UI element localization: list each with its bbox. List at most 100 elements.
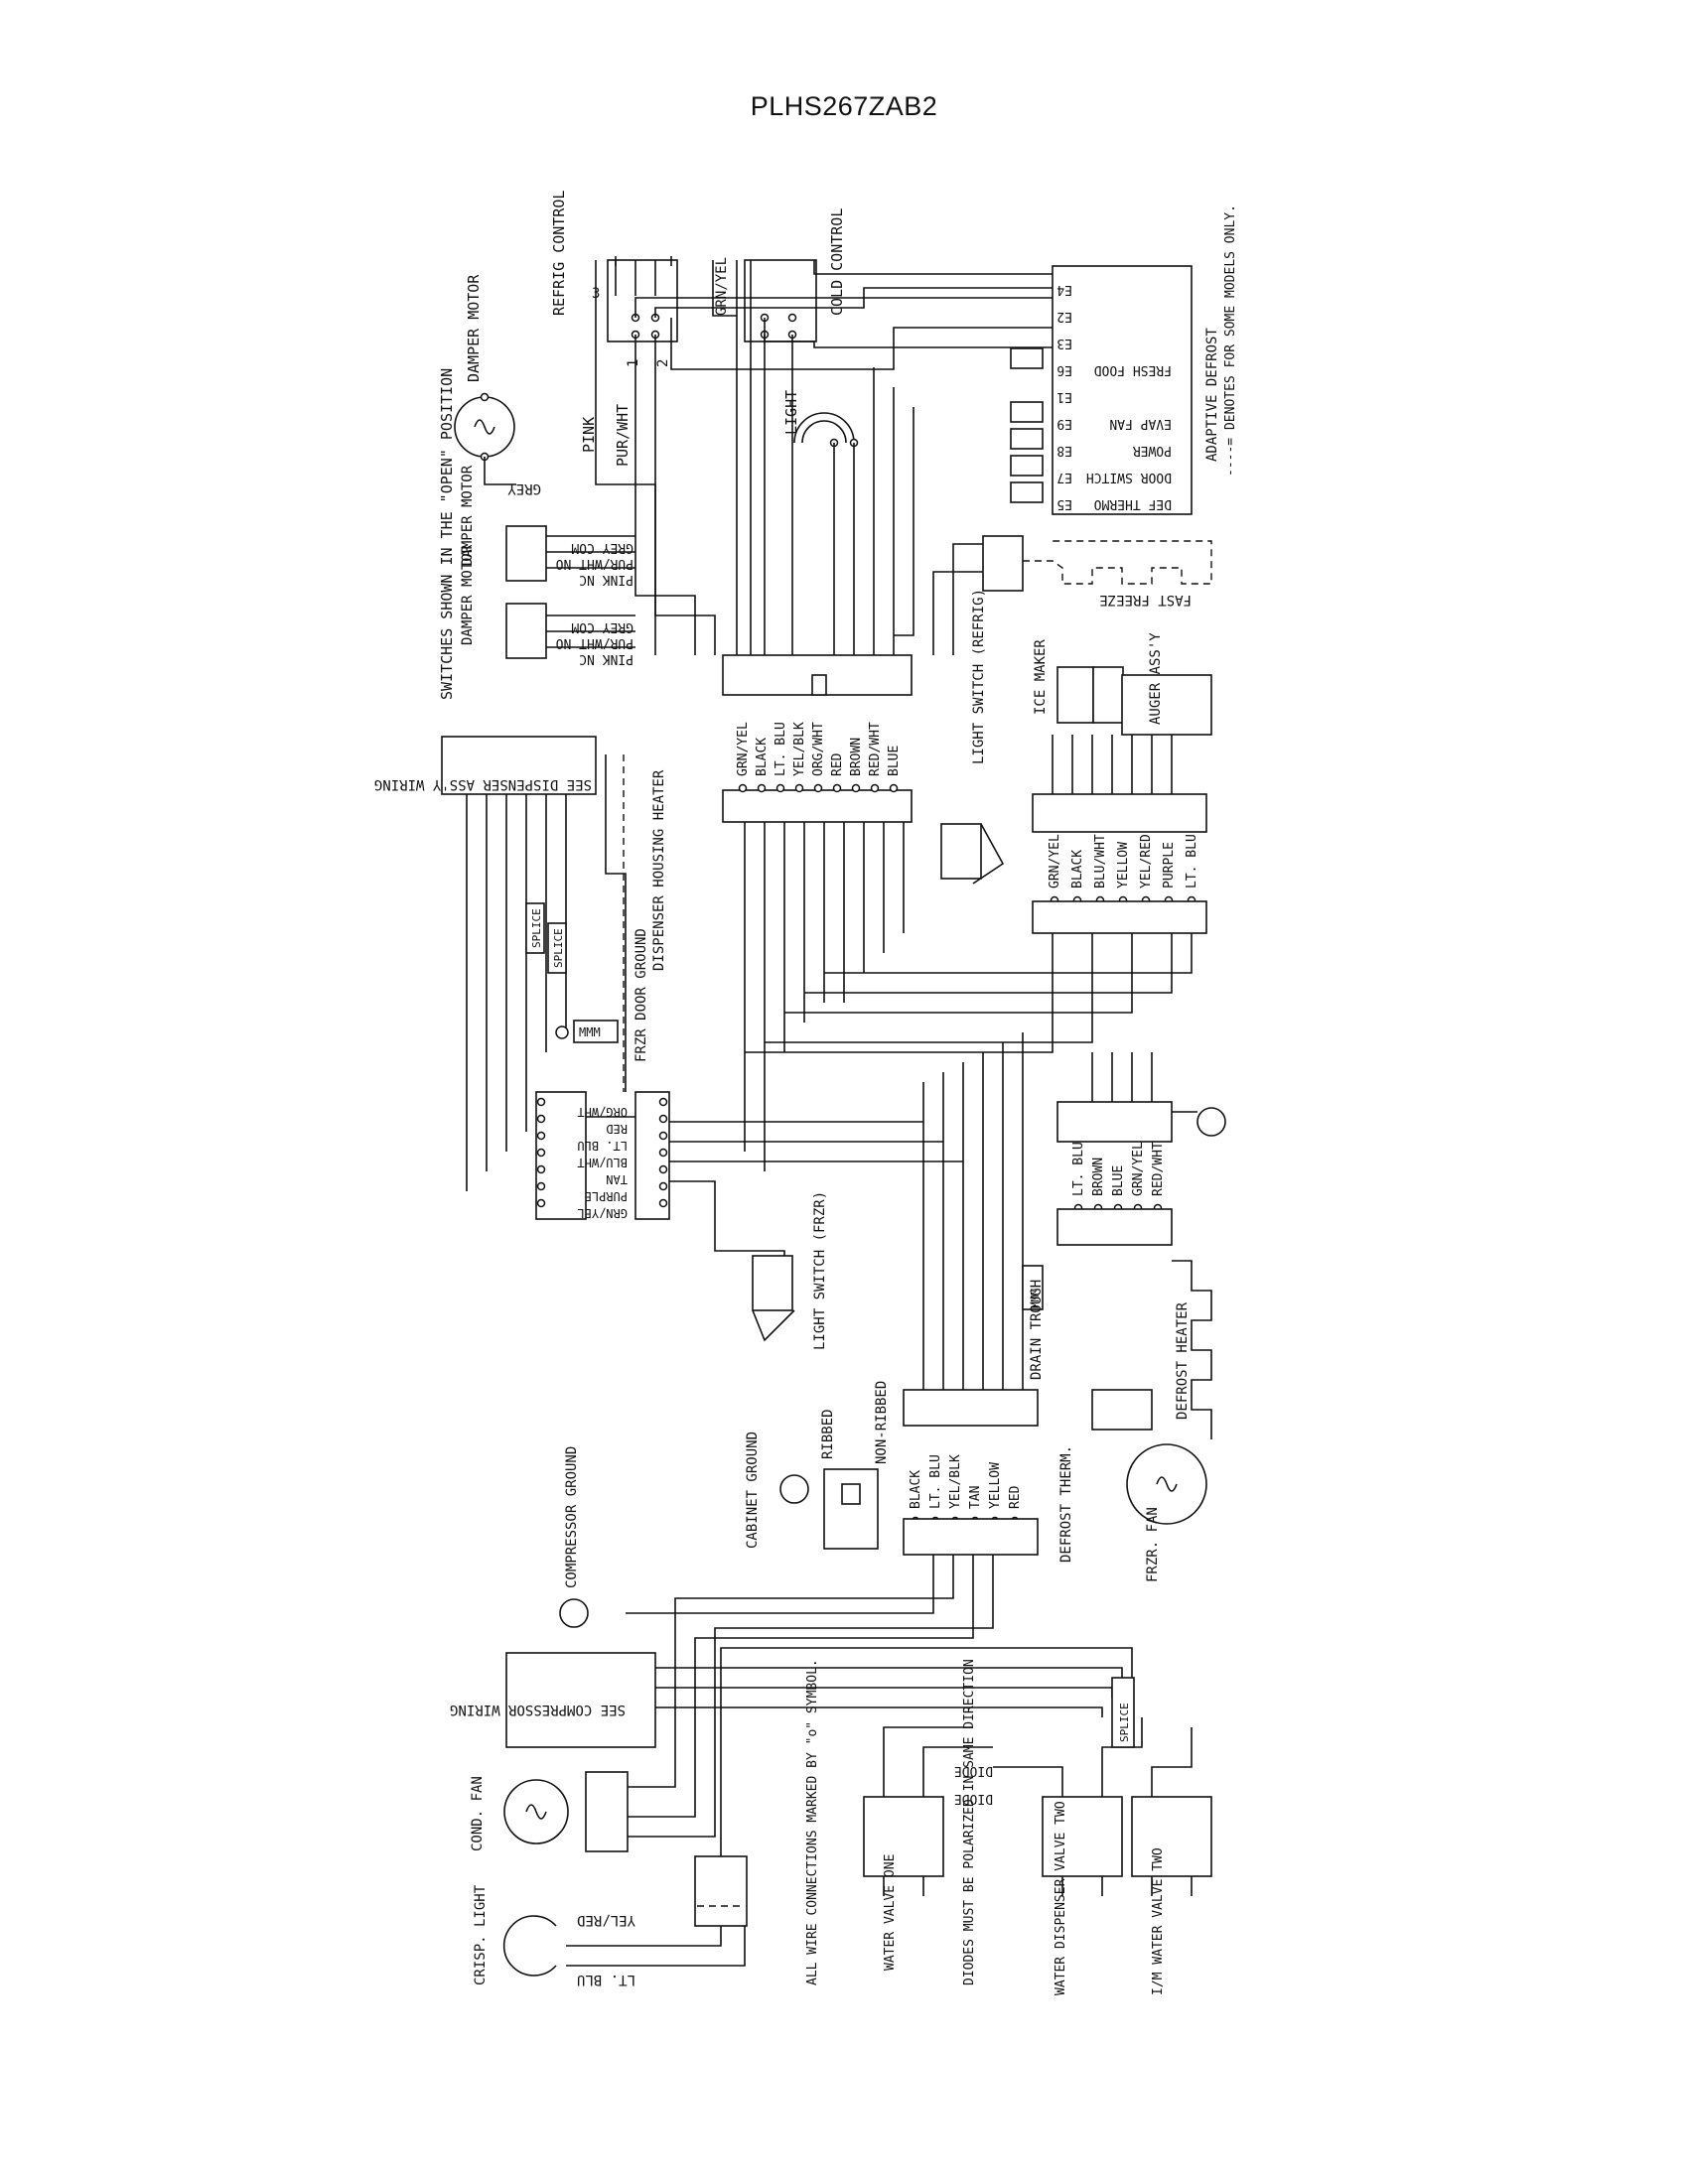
main-upper-pin-8 bbox=[889, 783, 899, 793]
frzr-door-label-4: TAN bbox=[606, 1172, 628, 1186]
lt-blu-label: LT. BLU bbox=[577, 1972, 635, 1987]
frzr-door-pin-left-5 bbox=[536, 1181, 546, 1191]
damper-motor-top: DAMPER MOTOR GREY SWITCHES SHOWN IN THE … bbox=[438, 274, 541, 700]
terminal-name-e6: FRESH FOOD bbox=[1094, 362, 1172, 377]
damper-motor-2-label: DAMPER MOTOR bbox=[460, 544, 476, 645]
right-connector-middle bbox=[1056, 1052, 1226, 1143]
main-upper-pin-2 bbox=[775, 783, 785, 793]
right-connector-upper bbox=[1032, 735, 1207, 833]
frzr-door-pin-5 bbox=[658, 1181, 668, 1191]
water-dispenser-valve-two: WATER DISPENSER VALVE TWO bbox=[1042, 1796, 1123, 1995]
light-label: LIGHT bbox=[782, 390, 800, 435]
main-upper-label-5: RED bbox=[830, 752, 845, 776]
right-middle-label-1: BROWN bbox=[1091, 1158, 1106, 1196]
defrost-thermostat: DEFROST THERM. bbox=[1058, 1389, 1153, 1563]
main-upper-label-0: GRN/YEL bbox=[736, 722, 751, 776]
frzr-door-pin-left-3 bbox=[536, 1148, 546, 1158]
crisp-light: CRISP. LIGHT YEL/RED LT. BLU bbox=[473, 1855, 748, 1987]
ice-maker: ICE MAKER bbox=[1033, 639, 1124, 724]
cabinet-ground-label: CABINET GROUND bbox=[745, 1432, 761, 1549]
splice-2: SPLICE bbox=[552, 928, 565, 968]
frzr-door-pin-left-1 bbox=[536, 1114, 546, 1124]
main-upper-label-7: RED/WHT bbox=[868, 722, 883, 776]
auger-assy: AUGER ASS'Y bbox=[1121, 632, 1212, 736]
purwht-no-2: PUR/WHT NO bbox=[556, 635, 633, 650]
fast-freeze: FAST FREEZE bbox=[932, 535, 1212, 655]
lower-wires: SPLICE bbox=[566, 1555, 1193, 1967]
right-middle-label-0: LT. BLU bbox=[1071, 1142, 1086, 1196]
terminal-box-e5 bbox=[1010, 481, 1044, 503]
mmm-2: MMM bbox=[1029, 1289, 1042, 1308]
defrost-heater-label: DEFROST HEATER bbox=[1175, 1301, 1191, 1420]
splice-1: SPLICE bbox=[530, 908, 543, 948]
non-ribbed-label: NON-RIBBED bbox=[874, 1381, 890, 1464]
terminal-code-e9: E9 bbox=[1056, 416, 1072, 431]
grn-yel-top: GRN/YEL bbox=[712, 257, 737, 317]
diode-1: DIODE bbox=[954, 1763, 993, 1778]
right-upper-label-1: BLACK bbox=[1070, 850, 1085, 888]
main-upper-label-3: YEL/BLK bbox=[792, 722, 807, 776]
ribbed-label: RIBBED bbox=[820, 1409, 836, 1459]
ribbed-plug: RIBBED NON-RIBBED bbox=[820, 1381, 890, 1550]
im-water-valve-two: I/M WATER VALVE TWO bbox=[1131, 1796, 1212, 1995]
denotes-note: ----= DENOTES FOR SOME MODELS ONLY. bbox=[1223, 205, 1238, 477]
switches-open-note: SWITCHES SHOWN IN THE "OPEN" POSITION bbox=[438, 368, 456, 700]
light-switch-refrig: LIGHT SWITCH (REFRIG) bbox=[940, 589, 1005, 885]
frzr-fan: FRZR. FAN bbox=[1126, 1443, 1207, 1582]
see-compressor-label: SEE COMPRESSOR WIRING bbox=[450, 1702, 626, 1717]
water-valve-one: WATER VALVE ONE bbox=[863, 1796, 944, 1971]
main-upper-label-1: BLACK bbox=[755, 738, 770, 776]
purwht-no-1: PUR/WHT NO bbox=[556, 556, 633, 571]
water-valve-one-label: WATER VALVE ONE bbox=[883, 1854, 898, 1971]
see-compressor-box: SEE COMPRESSOR WIRING bbox=[450, 1652, 656, 1748]
frzr-door-pin-6 bbox=[658, 1198, 668, 1208]
right-upper-label-6: LT. BLU bbox=[1185, 834, 1199, 888]
light-switch-frzr: LIGHT SWITCH (FRZR) bbox=[752, 1191, 828, 1350]
frzr-door-pin-left-2 bbox=[536, 1131, 546, 1141]
terminal-name-e9: EVAP FAN bbox=[1109, 416, 1172, 431]
lower-label-2: YEL/BLK bbox=[948, 1454, 963, 1509]
frzr-door-pin-1 bbox=[658, 1114, 668, 1124]
dispenser-heater-label: DISPENSER HOUSING HEATER bbox=[651, 769, 667, 971]
frzr-door-label-1: RED bbox=[606, 1122, 628, 1136]
light-switch-refrig-label: LIGHT SWITCH (REFRIG) bbox=[971, 589, 987, 764]
mmm-1: MMM bbox=[579, 1025, 601, 1039]
auger-assy-label: AUGER ASS'Y bbox=[1148, 632, 1164, 725]
drain-trough-label: DRAIN TROUGH bbox=[1029, 1280, 1045, 1380]
frzr-fan-label: FRZR. FAN bbox=[1145, 1507, 1161, 1582]
damper-motor-1-label: DAMPER MOTOR bbox=[460, 465, 476, 566]
cond-fan: COND. FAN bbox=[470, 1771, 629, 1852]
page-title: PLHS267ZAB2 bbox=[750, 91, 938, 121]
terminal-box-e9 bbox=[1010, 401, 1044, 423]
right-upper-label-0: GRN/YEL bbox=[1048, 834, 1062, 888]
compressor-ground-label: COMPRESSOR GROUND bbox=[564, 1446, 580, 1588]
frzr-door-label-0: ORG/WHT bbox=[577, 1105, 628, 1119]
right-middle-label-2: BLUE bbox=[1111, 1165, 1126, 1196]
right-upper-label-4: YEL/RED bbox=[1139, 834, 1154, 888]
notes: ALL WIRE CONNECTIONS MARKED BY "o" SYMBO… bbox=[805, 1659, 993, 1985]
grey-com-1: GREY COM bbox=[571, 540, 633, 555]
terminal-code-e8: E8 bbox=[1056, 443, 1072, 458]
right-upper-label-5: PURPLE bbox=[1162, 842, 1177, 888]
all-wire-note: ALL WIRE CONNECTIONS MARKED BY "o" SYMBO… bbox=[805, 1659, 820, 1985]
pur-wht-label: PUR/WHT bbox=[614, 404, 632, 467]
frzr-door-label-6: GRN/YEL bbox=[577, 1206, 628, 1220]
terminal-box-e8 bbox=[1010, 428, 1044, 450]
terminal-code-e2: E2 bbox=[1056, 309, 1072, 324]
lower-label-0: BLACK bbox=[909, 1470, 923, 1509]
frzr-door-pin-2 bbox=[658, 1131, 668, 1141]
damper-switch-1: DAMPER MOTOR GREY COM PUR/WHT NO PINK NC bbox=[460, 465, 635, 587]
water-dispenser-valve-two-label: WATER DISPENSER VALVE TWO bbox=[1054, 1801, 1068, 1995]
refrig-control-label: REFRIG CONTROL bbox=[550, 191, 568, 316]
damper-switch-2: DAMPER MOTOR GREY COM PUR/WHT NO PINK NC bbox=[460, 544, 635, 666]
lower-label-1: LT. BLU bbox=[928, 1454, 943, 1509]
top-wires: LIGHT PINK PUR/WHT bbox=[580, 260, 1053, 655]
right-upper-label-2: BLU/WHT bbox=[1093, 834, 1108, 888]
see-dispenser-label: SEE DISPENSER ASS'Y WIRING bbox=[374, 776, 592, 792]
main-connector-upper bbox=[722, 654, 913, 696]
